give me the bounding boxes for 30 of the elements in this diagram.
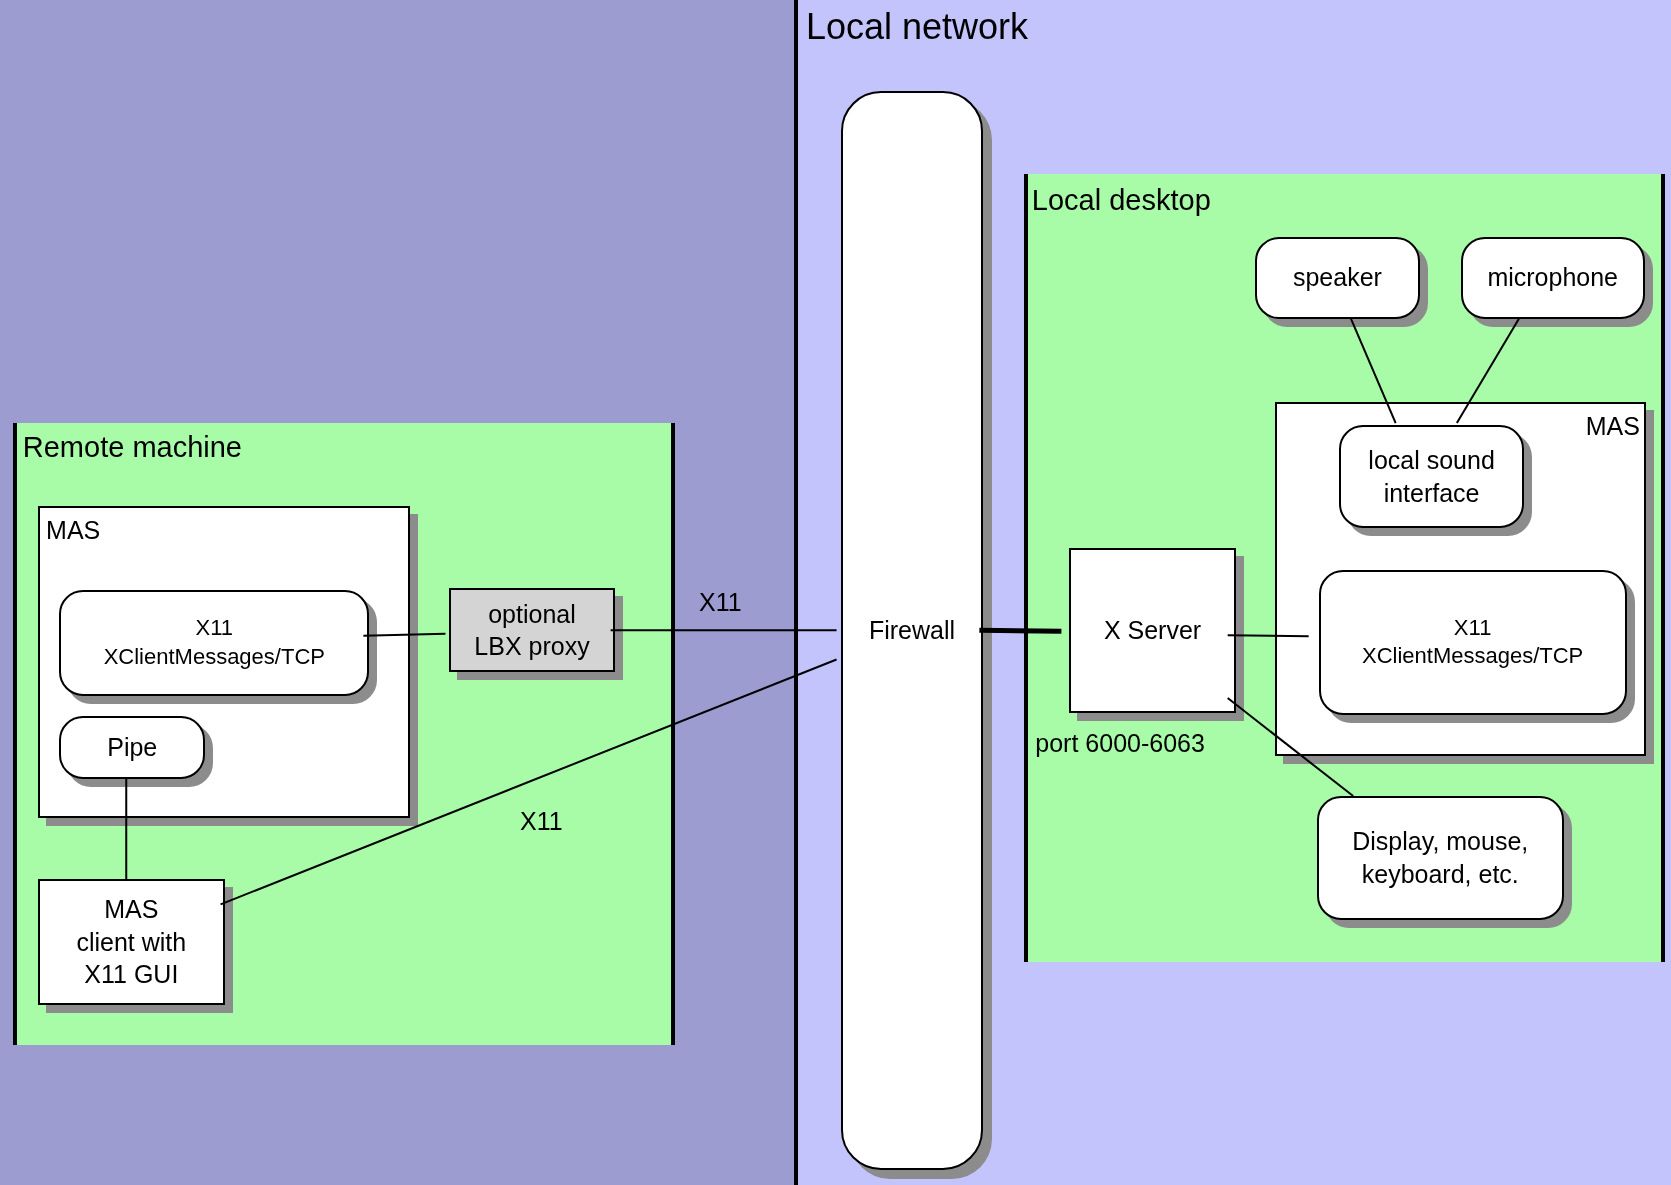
connector-line [1349,317,1397,425]
connector-line [1226,697,1355,798]
network-zone [793,0,1671,1185]
connector-line [609,629,838,632]
node-label: Pipe [107,732,158,764]
edge-label: X11 [699,587,742,617]
connector-line [979,627,1062,634]
node-label: speaker [1292,262,1382,294]
connector-line [1226,634,1310,638]
port-note: port 6000-6063 [1035,728,1205,758]
zone-title: MAS [46,516,101,546]
node-label: local sound interface [1367,445,1496,509]
node-label: MAS client with X11 GUI [75,894,188,991]
zone-title: Local desktop [1031,183,1211,217]
machine-panel [12,423,675,1046]
node-label: Firewall [868,615,955,647]
connector-line [362,632,447,637]
node-label: X Server [1103,615,1202,647]
node-label: optional LBX proxy [473,598,591,663]
node-label: microphone [1487,262,1618,294]
zone-title: MAS [1585,411,1640,441]
connector-line [219,658,838,906]
edge-label: X11 [520,806,563,836]
node-label: X11 XClientMessages/TCP [1361,613,1584,671]
node-label: Display, mouse, keyboard, etc. [1351,826,1530,890]
node-label: X11 XClientMessages/TCP [103,614,325,671]
zone-title: Remote machine [22,431,242,465]
zone-title: Local network [805,5,1029,48]
connector-line [1455,317,1520,425]
desktop-panel [1023,173,1666,963]
